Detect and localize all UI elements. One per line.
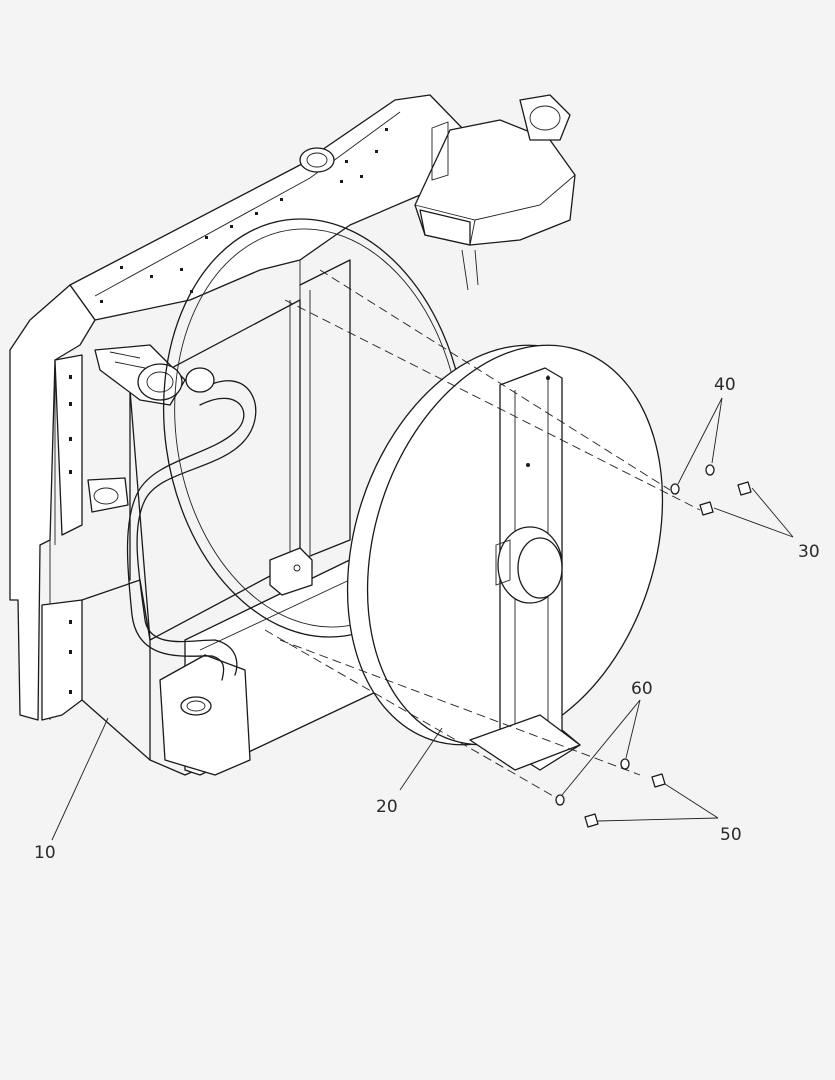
washer-lower-a	[555, 794, 565, 806]
tank-cap	[180, 696, 212, 716]
side-bracket-lower	[41, 599, 83, 721]
side-bracket-upper	[54, 354, 83, 536]
mount-bracket	[269, 547, 313, 596]
side-bracket-holes	[69, 375, 72, 694]
washer-upper-a	[670, 483, 680, 495]
bolt-upper-a	[699, 501, 714, 516]
fasteners-upper	[670, 464, 752, 516]
washer-upper-b	[705, 464, 715, 476]
callout-40: 40	[714, 375, 736, 395]
radiator-frame-assembly	[9, 94, 463, 776]
coolant-hoses	[94, 344, 257, 681]
bolt-lower-a	[584, 813, 599, 828]
hose-end-upper	[185, 367, 215, 393]
fan-support-foot	[469, 714, 581, 771]
fasteners-lower	[555, 758, 666, 828]
left-side-member	[9, 284, 96, 721]
fan-shroud	[346, 344, 664, 771]
callout-60: 60	[631, 679, 653, 699]
washer-lower-b	[620, 758, 630, 770]
callout-50: 50	[720, 825, 742, 845]
tank-filler-cap	[519, 94, 571, 141]
callout-30: 30	[798, 542, 820, 562]
bolt-upper-b	[737, 481, 752, 496]
assembly-lines	[264, 269, 701, 801]
callout-10: 10	[34, 843, 56, 863]
overflow-tank	[159, 654, 251, 776]
bolt-lower-b	[651, 773, 666, 788]
expansion-tank	[414, 94, 576, 291]
leader-lines	[51, 397, 794, 841]
top-plate	[69, 94, 463, 321]
top-filler-neck	[299, 147, 335, 173]
hose-clamp	[87, 477, 129, 513]
callout-20: 20	[376, 797, 398, 817]
